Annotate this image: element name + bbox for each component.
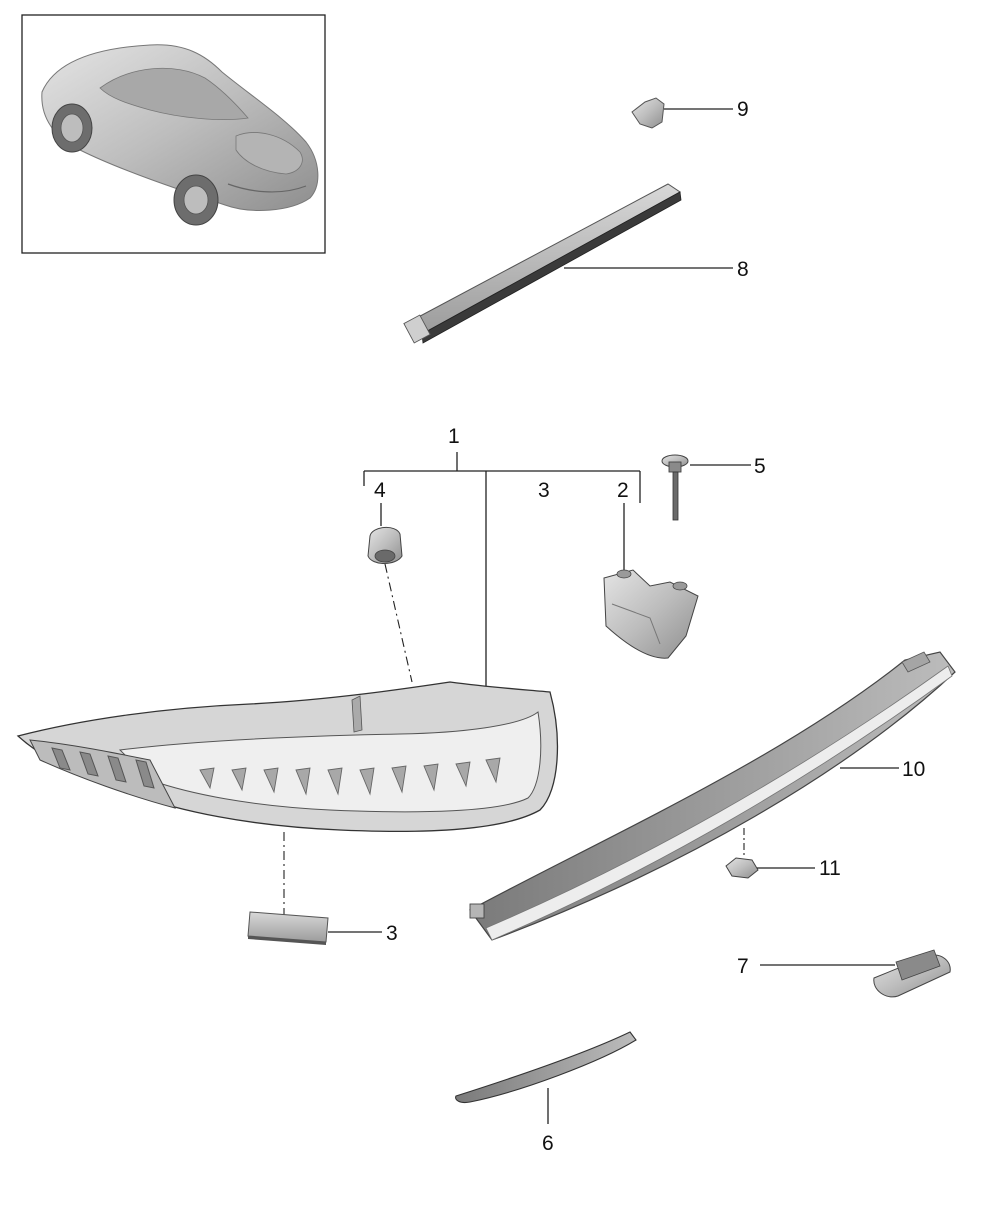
callout-10: 10 — [902, 758, 926, 781]
car-illustration — [41, 44, 319, 226]
dashed-line-4 — [384, 563, 413, 683]
part-7-lamp — [760, 949, 951, 998]
callout-5: 5 — [754, 455, 766, 478]
part-11-nut — [725, 857, 815, 879]
callout-7: 7 — [737, 955, 749, 978]
part-4-socket — [367, 503, 413, 683]
callout-11: 11 — [819, 857, 841, 880]
callout-1: 1 — [448, 425, 460, 448]
assembly-1-bracket — [363, 452, 641, 697]
vehicle-inset — [21, 14, 326, 254]
callout-9: 9 — [737, 98, 749, 121]
part-9-clip — [631, 97, 733, 129]
taillight-assembly — [16, 681, 559, 918]
part-2-bracket — [603, 503, 699, 659]
part-8-bar — [403, 183, 733, 344]
part-10-lightbar — [469, 651, 956, 941]
part-5-screw — [661, 454, 751, 521]
callout-4: 4 — [374, 479, 386, 502]
callout-3-pad: 3 — [386, 922, 398, 945]
callout-6: 6 — [542, 1132, 554, 1155]
callout-8: 8 — [737, 258, 749, 281]
part-6-reflector — [455, 1031, 637, 1124]
callout-3-bracket: 3 — [538, 479, 550, 502]
callout-2: 2 — [617, 479, 629, 502]
part-3-pad — [247, 911, 382, 945]
